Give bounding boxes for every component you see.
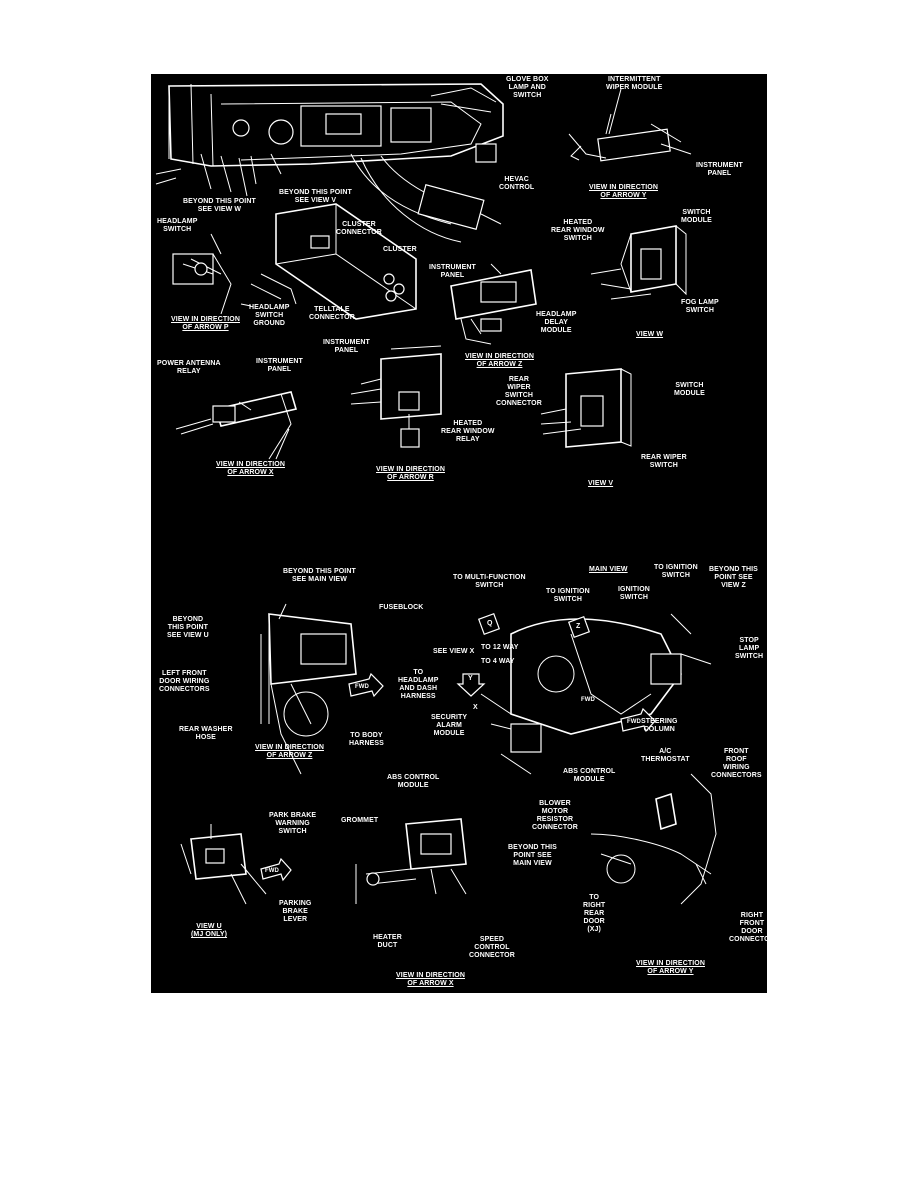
label-blower-motor-connector: BLOWER MOTOR RESISTOR CONNECTOR (532, 800, 578, 831)
label-fuseblock: FUSEBLOCK (379, 604, 424, 611)
roof-connectors-illustration (590, 773, 717, 905)
label-switch-module-w: SWITCH MODULE (681, 209, 712, 224)
label-switch-module-v: SWITCH MODULE (674, 382, 705, 397)
abs-module-illustration (355, 818, 467, 904)
label-beyond-main-view-2: BEYOND THIS POINT SEE MAIN VIEW (508, 844, 557, 867)
label-abs-control-module-main: ABS CONTROL MODULE (563, 768, 616, 783)
intermittent-wiper-illustration (568, 88, 692, 162)
label-beyond-main-view: BEYOND THIS POINT SEE MAIN VIEW (283, 568, 356, 583)
label-to-multifunction: TO MULTI-FUNCTION SWITCH (453, 574, 526, 589)
fuseblock-illustration (260, 603, 357, 775)
label-right-front-door: RIGHT FRONT DOOR CONNECTOR (729, 912, 775, 943)
label-abs-control-module-x: ABS CONTROL MODULE (387, 774, 440, 789)
arrow-fwd-1: FWD (355, 684, 369, 690)
label-heated-rear-window-switch: HEATED REAR WINDOW SWITCH (551, 219, 605, 242)
label-instrument-panel-x: INSTRUMENT PANEL (256, 358, 303, 373)
label-to-headlamp-dash: TO HEADLAMP AND DASH HARNESS (398, 669, 439, 700)
label-steering-column: STEERING COLUMN (641, 718, 678, 733)
label-instrument-panel-r: INSTRUMENT PANEL (323, 339, 370, 354)
label-grommet: GROMMET (341, 817, 379, 824)
label-to-12-way: TO 12 WAY (481, 644, 519, 651)
label-ignition-switch: IGNITION SWITCH (618, 586, 650, 601)
label-heated-rear-window-relay: HEATED REAR WINDOW RELAY (441, 420, 495, 443)
label-beyond-view-v: BEYOND THIS POINT SEE VIEW V (279, 189, 352, 204)
label-view-w: VIEW W (636, 331, 664, 338)
arrow-fwd-3: FWD (265, 868, 279, 874)
arrow-letter-x: X (473, 704, 478, 711)
label-ac-thermostat: A/C THERMOSTAT (641, 748, 690, 763)
label-main-view: MAIN VIEW (589, 566, 628, 573)
label-to-body-harness: TO BODY HARNESS (349, 732, 384, 747)
label-see-view-x: SEE VIEW X (433, 648, 475, 655)
headlamp-delay-illustration (450, 263, 537, 345)
label-to-ignition-1: TO IGNITION SWITCH (654, 564, 698, 579)
park-brake-illustration (180, 824, 267, 905)
label-parking-brake-lever: PARKING BRAKE LEVER (279, 900, 312, 923)
label-instrument-panel-z: INSTRUMENT PANEL (429, 264, 476, 279)
label-view-arrow-x-mid: VIEW IN DIRECTION OF ARROW X (216, 461, 285, 476)
label-glove-box: GLOVE BOX LAMP AND SWITCH (506, 76, 549, 99)
label-view-v: VIEW V (588, 480, 614, 487)
label-power-antenna-relay: POWER ANTENNA RELAY (157, 360, 221, 375)
label-beyond-view-u: BEYOND THIS POINT SEE VIEW U (167, 616, 209, 639)
switch-module-w-illustration (590, 225, 687, 300)
label-cluster-connector: CLUSTER CONNECTOR (336, 221, 382, 236)
arrow-fwd-4: FWD (581, 697, 595, 703)
label-view-arrow-p: VIEW IN DIRECTION OF ARROW P (171, 316, 240, 331)
label-fog-lamp-switch: FOG LAMP SWITCH (681, 299, 719, 314)
label-speed-control-connector: SPEED CONTROL CONNECTOR (469, 936, 515, 959)
label-security-alarm-module: SECURITY ALARM MODULE (431, 714, 468, 737)
headlamp-switch-illustration (172, 233, 252, 315)
label-intermittent-wiper: INTERMITTENT WIPER MODULE (606, 76, 663, 91)
main-view-illustration (480, 613, 712, 775)
label-beyond-view-z: BEYOND THIS POINT SEE VIEW Z (709, 566, 758, 589)
switch-module-v-illustration (540, 368, 632, 448)
label-view-arrow-z: VIEW IN DIRECTION OF ARROW Z (465, 353, 534, 368)
label-rear-wiper-switch-connector: REAR WIPER SWITCH CONNECTOR (496, 376, 542, 407)
label-heater-duct: HEATER DUCT (373, 934, 402, 949)
label-beyond-view-w: BEYOND THIS POINT SEE VIEW W (183, 198, 256, 213)
label-view-u: VIEW U (MJ ONLY) (191, 923, 228, 938)
label-park-brake-warning: PARK BRAKE WARNING SWITCH (269, 812, 317, 835)
arrow-letter-y: Y (468, 675, 473, 682)
label-view-arrow-z2: VIEW IN DIRECTION OF ARROW Z (255, 744, 324, 759)
label-hevac-control: HEVAC CONTROL (499, 176, 535, 191)
label-to-ignition-2: TO IGNITION SWITCH (546, 588, 590, 603)
label-front-roof-connectors: FRONT ROOF WIRING CONNECTORS (711, 748, 762, 779)
label-left-front-door: LEFT FRONT DOOR WIRING CONNECTORS (159, 670, 210, 693)
wiring-diagram-panel: GLOVE BOX LAMP AND SWITCH INTERMITTENT W… (151, 74, 775, 993)
arrow-fwd-2: FWD (627, 719, 641, 725)
dashboard-illustration (155, 83, 504, 243)
diagram-drawing (155, 83, 717, 905)
label-telltale-connector: TELLTALE CONNECTOR (309, 306, 355, 321)
rear-window-relay-illustration (350, 345, 442, 448)
label-view-arrow-x-bottom: VIEW IN DIRECTION OF ARROW X (396, 972, 465, 987)
label-view-arrow-y-bottom: VIEW IN DIRECTION OF ARROW Y (636, 960, 705, 975)
label-headlamp-delay-module: HEADLAMP DELAY MODULE (536, 311, 577, 334)
label-view-arrow-y-top: VIEW IN DIRECTION OF ARROW Y (589, 184, 658, 199)
label-rear-wiper-switch: REAR WIPER SWITCH (641, 454, 687, 469)
direction-arrows (260, 612, 656, 882)
arrow-letter-q: Q (487, 620, 493, 627)
label-stop-lamp-switch: STOP LAMP SWITCH (735, 637, 764, 660)
label-view-arrow-r: VIEW IN DIRECTION OF ARROW R (376, 466, 445, 481)
label-to-4-way: TO 4 WAY (481, 658, 515, 665)
cluster-illustration (250, 203, 417, 320)
label-instrument-panel-y: INSTRUMENT PANEL (696, 162, 743, 177)
label-headlamp-switch: HEADLAMP SWITCH (157, 218, 198, 233)
label-rear-washer-hose: REAR WASHER HOSE (179, 726, 233, 741)
label-to-right-rear-door: TO RIGHT REAR DOOR (XJ) (583, 894, 606, 933)
label-headlamp-switch-ground: HEADLAMP SWITCH GROUND (249, 304, 290, 327)
power-antenna-relay-illustration (175, 391, 298, 460)
arrow-letter-z: Z (576, 623, 581, 630)
label-cluster: CLUSTER (383, 246, 417, 253)
